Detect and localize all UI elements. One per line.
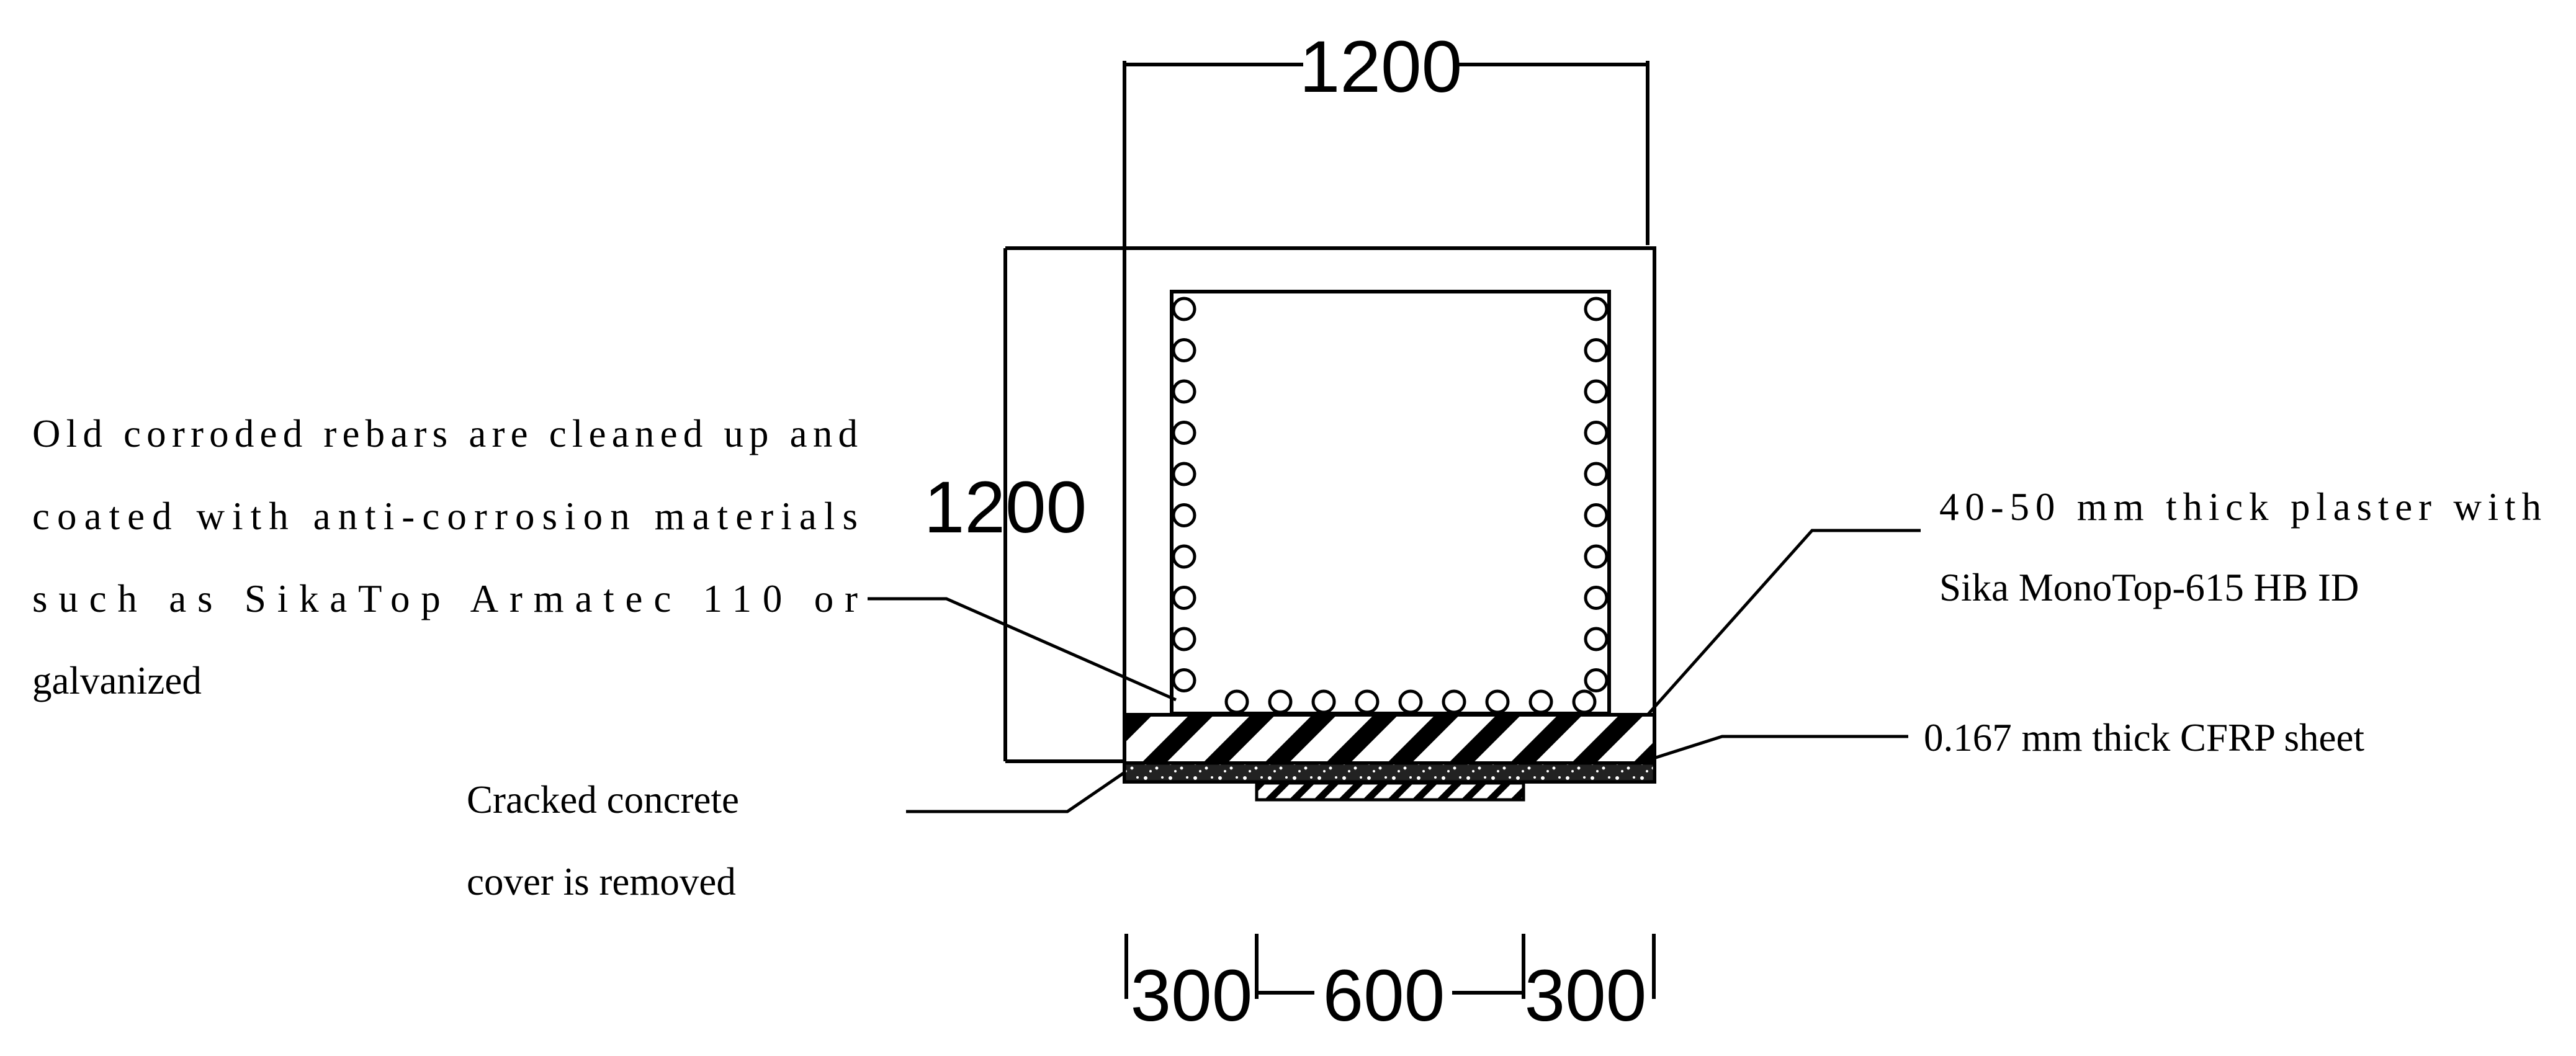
rebars-note-line-2: coated with anti-corrosion materials [32,494,858,538]
rebar-right [1584,379,1609,404]
rebar-bottom [1355,689,1380,714]
cover-layer [1123,761,1656,784]
rebar-left [1172,544,1196,569]
cfrp-note: 0.167 mm thick CFRP sheet [1924,716,2364,759]
rebar-left [1172,338,1196,362]
rebar-bottom [1268,689,1293,714]
rebar-right [1584,627,1609,651]
rebar-right [1584,462,1609,486]
rebar-right [1584,338,1609,362]
rebar-left [1172,586,1196,610]
cover-note-line-2: cover is removed [467,860,736,903]
left-height-label: 1200 [924,467,1087,548]
rebars-leader [868,597,1177,702]
top-width-label: 1200 [1299,26,1463,108]
plaster-layer [1123,713,1656,765]
rebar-right [1584,421,1609,445]
plaster-leader [1646,529,1921,716]
rebar-bottom [1572,689,1597,714]
plaster-note-line-1: 40-50 mm thick plaster with [1939,485,2541,529]
rebars-note-line-1: Old corroded rebars are cleaned up and [32,412,858,455]
rebar-group [1172,297,1609,714]
rebar-right [1584,297,1609,321]
cfrp-leader [1653,735,1908,760]
rebar-left [1172,462,1196,486]
rebar-left [1172,627,1196,651]
stirrup-cage [1170,290,1611,715]
rebars-note-line-3: such as SikaTop Armatec 110 or [32,577,858,620]
rebar-right [1584,503,1609,527]
plaster-annotation: 40-50 mm thick plaster with Sika MonoTop… [1939,485,2541,609]
rebar-left [1172,421,1196,445]
cfrp-sheet [1255,781,1525,802]
bottom-middle-label: 600 [1323,955,1445,1037]
left-height-dimension: 1200 [924,246,1124,763]
leader-lines [868,529,1921,813]
rebar-left [1172,503,1196,527]
rebars-note-line-4: galvanized [32,659,202,702]
rebar-bottom [1442,689,1466,714]
rebar-right [1584,668,1609,692]
rebar-bottom [1224,689,1249,714]
cover-annotation: Cracked concrete cover is removed [467,778,739,903]
rebar-bottom [1311,689,1336,714]
rebar-right [1584,586,1609,610]
rebar-left [1172,379,1196,404]
cover-note-line-1: Cracked concrete [467,778,739,821]
rebars-annotation: Old corroded rebars are cleaned up and c… [32,412,858,702]
rebar-bottom [1485,689,1510,714]
rebar-right [1584,544,1609,569]
plaster-note-line-2: Sika MonoTop-615 HB ID [1939,566,2359,609]
rebar-bottom [1398,689,1423,714]
bottom-dimensions: 300 600 300 [1124,934,1656,1037]
bottom-right-label: 300 [1525,955,1647,1037]
rebar-bottom [1528,689,1553,714]
top-width-dimension: 1200 [1123,26,1649,745]
bottom-left-label: 300 [1131,955,1253,1037]
rebar-left [1172,297,1196,321]
rebar-left [1172,668,1196,692]
cover-leader [906,771,1126,813]
